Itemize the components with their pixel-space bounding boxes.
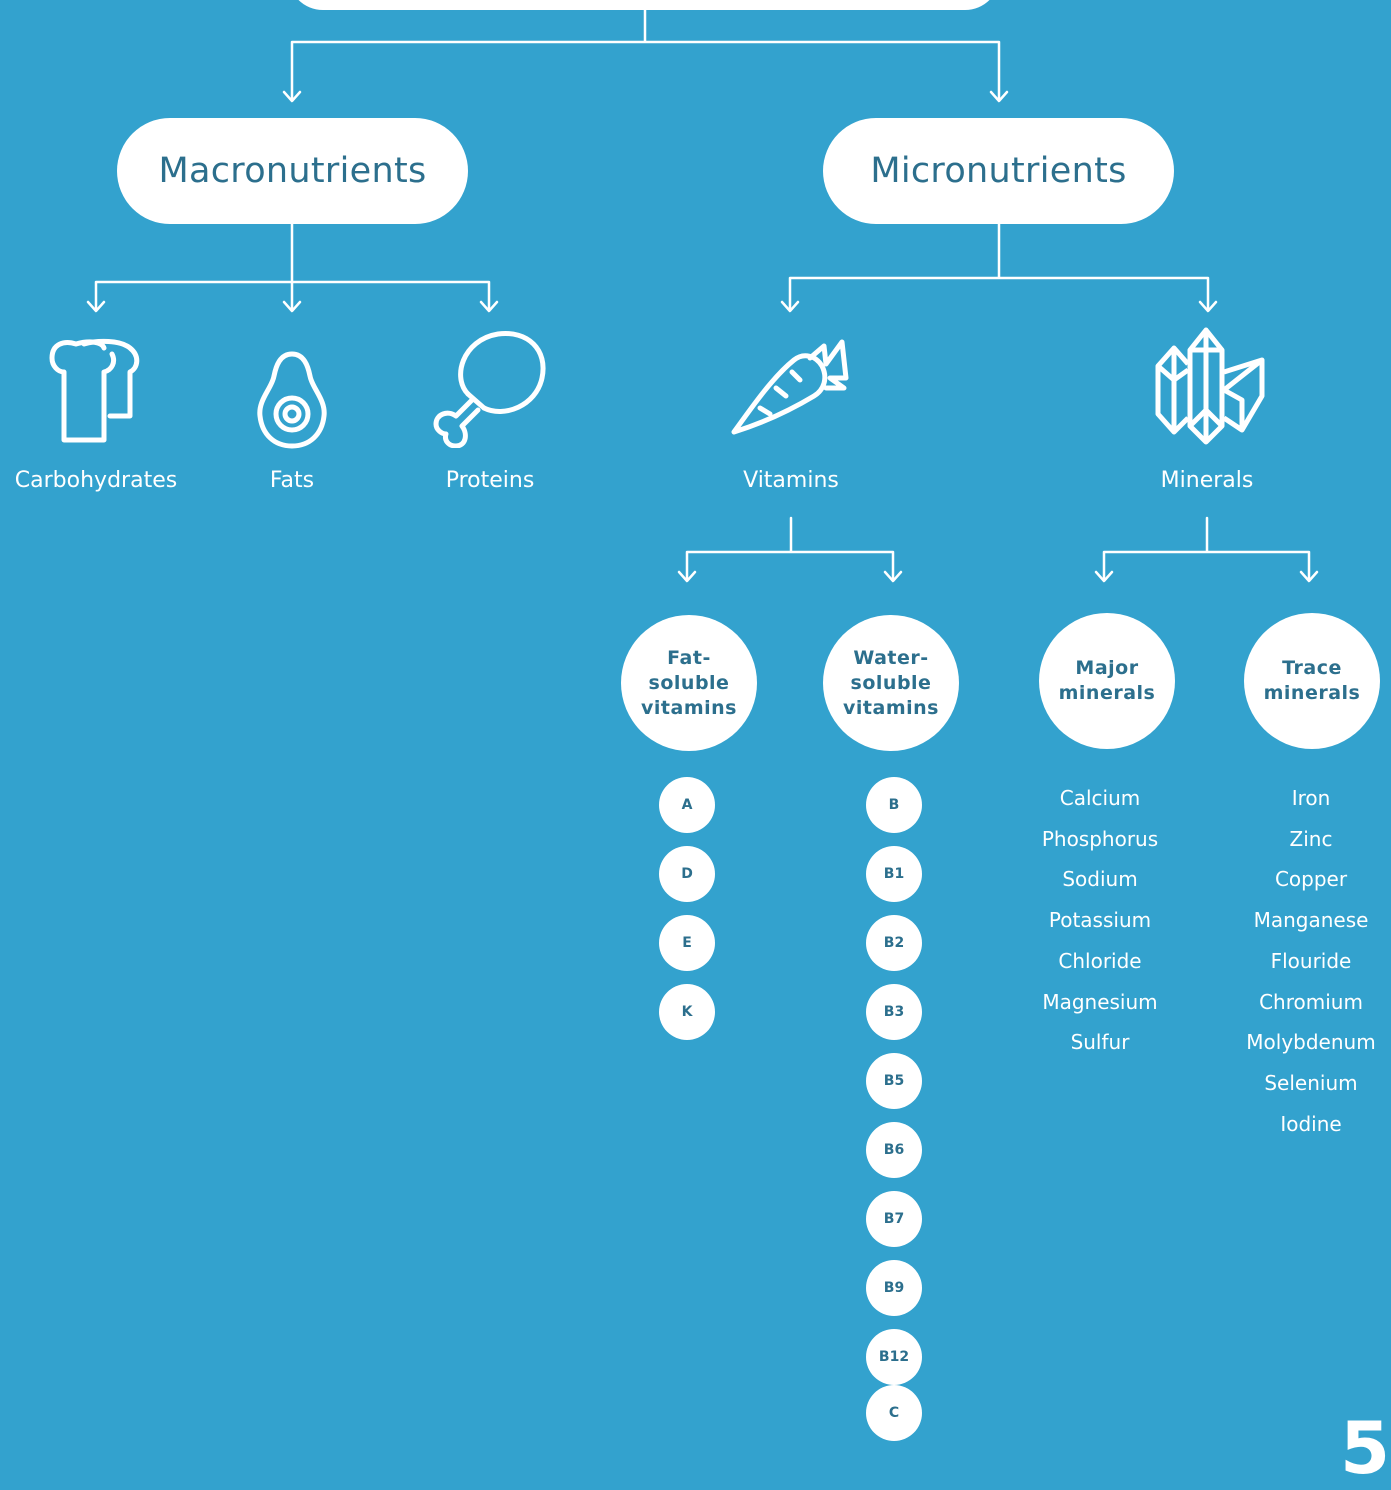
fat-soluble-line-2: soluble: [648, 671, 730, 694]
trace-mineral-item: Chromium: [1259, 990, 1363, 1014]
vitamin-badge: B2: [866, 915, 922, 971]
vitamin-badge: K: [659, 984, 715, 1040]
trace-mineral-item: Zinc: [1289, 827, 1333, 851]
trace-mineral-item: Copper: [1274, 867, 1348, 891]
macronutrients-node: Macronutrients: [117, 118, 468, 224]
vitamin-badge: A: [659, 777, 715, 833]
vitamin-badge: B3: [866, 984, 922, 1040]
carrot-icon: [731, 339, 849, 435]
crystal-icon: [1155, 327, 1265, 445]
bread-icon: [49, 338, 140, 443]
trace-mineral-item: Iron: [1291, 786, 1331, 810]
trace-mineral-item: Iodine: [1280, 1112, 1342, 1136]
trace-minerals-line-1: Trace: [1282, 657, 1342, 679]
trace-mineral-item: Molybdenum: [1246, 1030, 1376, 1054]
major-mineral-item: Calcium: [1059, 786, 1141, 810]
major-minerals-line-1: Major: [1075, 657, 1139, 679]
major-mineral-item: Potassium: [1048, 908, 1152, 932]
carbohydrates-label: Carbohydrates: [14, 468, 178, 493]
vitamin-badge: B6: [866, 1122, 922, 1178]
proteins-label: Proteins: [445, 468, 535, 493]
major-mineral-item: Chloride: [1058, 949, 1142, 973]
major-mineral-item: Sulfur: [1070, 1030, 1130, 1054]
major-minerals-node: Major minerals: [1039, 613, 1175, 749]
vitamin-badge: D: [659, 846, 715, 902]
water-soluble-line-2: soluble: [850, 671, 932, 694]
minerals-label: Minerals: [1160, 468, 1254, 493]
vitamin-badge: B7: [866, 1191, 922, 1247]
vitamin-badge: B12: [866, 1329, 922, 1385]
avocado-icon: [257, 351, 327, 449]
connector-lines: [86, 8, 1319, 583]
trace-minerals-line-2: minerals: [1263, 682, 1361, 704]
drumstick-icon: [433, 331, 546, 448]
major-mineral-item: Magnesium: [1042, 990, 1158, 1014]
water-soluble-line-3: vitamins: [843, 696, 939, 719]
fat-soluble-line-1: Fat-: [667, 646, 711, 669]
major-mineral-item: Sodium: [1062, 867, 1138, 891]
micronutrients-node: Micronutrients: [823, 118, 1174, 224]
page-number: 5: [1340, 1406, 1391, 1490]
vitamin-badge: B9: [866, 1260, 922, 1316]
water-soluble-line-1: Water-: [853, 646, 929, 669]
trace-mineral-item: Flouride: [1270, 949, 1352, 973]
vitamins-label: Vitamins: [743, 468, 839, 493]
trace-minerals-node: Trace minerals: [1244, 613, 1380, 749]
vitamin-badge: B: [866, 777, 922, 833]
trace-mineral-item: Selenium: [1264, 1071, 1358, 1095]
fat-soluble-line-3: vitamins: [641, 696, 737, 719]
fats-label: Fats: [269, 468, 315, 493]
major-minerals-line-2: minerals: [1058, 682, 1156, 704]
major-mineral-item: Phosphorus: [1041, 827, 1159, 851]
vitamin-badge: B5: [866, 1053, 922, 1109]
vitamin-badge: B1: [866, 846, 922, 902]
vitamin-badge: E: [659, 915, 715, 971]
root-node: [288, 0, 1000, 10]
vitamin-badge: C: [866, 1385, 922, 1441]
trace-mineral-item: Manganese: [1253, 908, 1369, 932]
